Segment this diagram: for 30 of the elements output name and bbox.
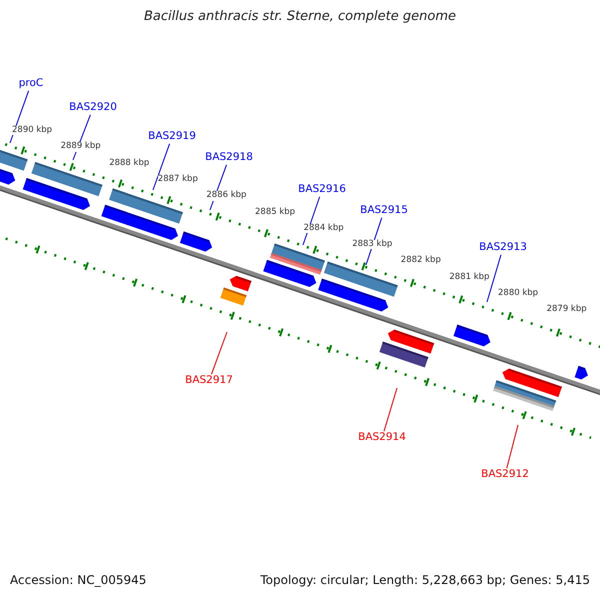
scale-label: 2879 kbp [546,305,587,315]
genome-info-text: Topology: circular; Length: 5,228,663 bp; Genes: 5,415 [260,574,590,588]
scale-label: 2885 kbp [255,208,296,217]
gene-label: BAS2913 [479,242,527,254]
gene-label: BAS2912 [481,469,529,481]
leader-line [211,332,228,375]
accession-text: Accession: NC_005945 [10,574,146,588]
gene-label: BAS2919 [148,131,196,143]
gene-label: proC [18,78,44,90]
leader-line [384,388,398,432]
gene-label: BAS2914 [358,432,406,444]
gene-label: BAS2917 [185,375,233,387]
scale-label: 2884 kbp [304,224,344,234]
title: Bacillus anthracis str. Sterne, complete genome [143,10,457,24]
gene-label: BAS2915 [360,205,408,217]
scale-label: 2888 kbp [109,158,150,168]
scale-label: 2882 kbp [400,256,441,266]
scale-label: 2890 kbp [12,126,52,136]
gene-label: BAS2916 [298,184,346,196]
scale-label: 2883 kbp [352,240,392,250]
gene-label: BAS2920 [69,102,117,114]
scale-label: 2887 kbp [158,174,198,184]
leader-line [152,143,170,190]
scale-label: 2881 kbp [449,272,490,282]
leader-line [506,424,518,469]
gene-label: BAS2918 [205,152,253,164]
scale-label: 2886 kbp [206,191,246,201]
scale-label: 2880 kbp [498,289,538,298]
leader-line [486,254,502,302]
scale-label: 2889 kbp [60,142,101,152]
